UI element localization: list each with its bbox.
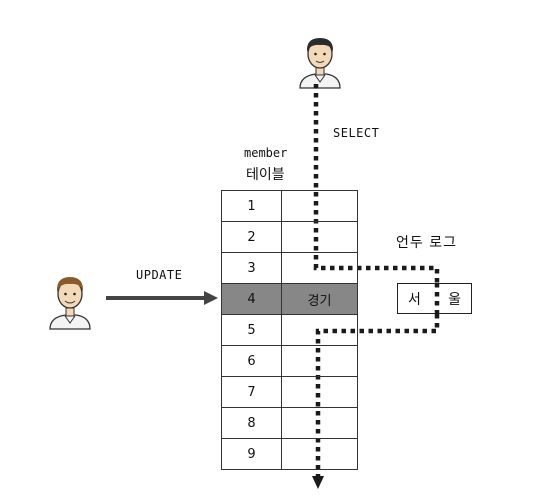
undo-log-label: 언두 로그	[396, 235, 457, 251]
table-type-label: 테이블	[246, 167, 285, 183]
row-id-cell: 6	[222, 346, 282, 376]
table-row-highlighted: 4 경기	[222, 283, 357, 314]
row-id-cell: 7	[222, 377, 282, 407]
table-row: 5	[222, 314, 357, 345]
row-id-cell: 1	[222, 191, 282, 221]
row-value-cell	[282, 191, 357, 221]
row-value-cell	[282, 222, 357, 252]
undo-log-char-2: 울	[448, 291, 461, 308]
select-label: SELECT	[333, 126, 380, 140]
row-value-cell	[282, 315, 357, 345]
undo-log-char-1: 서	[408, 291, 421, 308]
row-value-cell	[282, 377, 357, 407]
row-id-cell: 4	[222, 284, 282, 314]
person-icon	[49, 277, 91, 330]
row-id-cell: 2	[222, 222, 282, 252]
update-label: UPDATE	[136, 268, 183, 282]
update-arrow	[106, 291, 218, 305]
table-row: 6	[222, 345, 357, 376]
table-name-label: member	[244, 146, 288, 160]
row-value-cell	[282, 253, 357, 283]
row-id-cell: 8	[222, 408, 282, 438]
table-row: 7	[222, 376, 357, 407]
row-id-cell: 5	[222, 315, 282, 345]
row-value-cell	[282, 439, 357, 469]
row-value-cell: 경기	[307, 293, 332, 309]
table-row: 2	[222, 221, 357, 252]
row-id-cell: 3	[222, 253, 282, 283]
row-id-cell: 9	[222, 439, 282, 469]
table-row: 8	[222, 407, 357, 438]
row-value-cell	[282, 408, 357, 438]
table-row: 1	[222, 191, 357, 221]
table-row: 3	[222, 252, 357, 283]
table-row: 9	[222, 438, 357, 469]
row-value-cell	[282, 346, 357, 376]
undo-log-box: 서 울	[397, 283, 472, 314]
person-icon	[299, 38, 341, 89]
